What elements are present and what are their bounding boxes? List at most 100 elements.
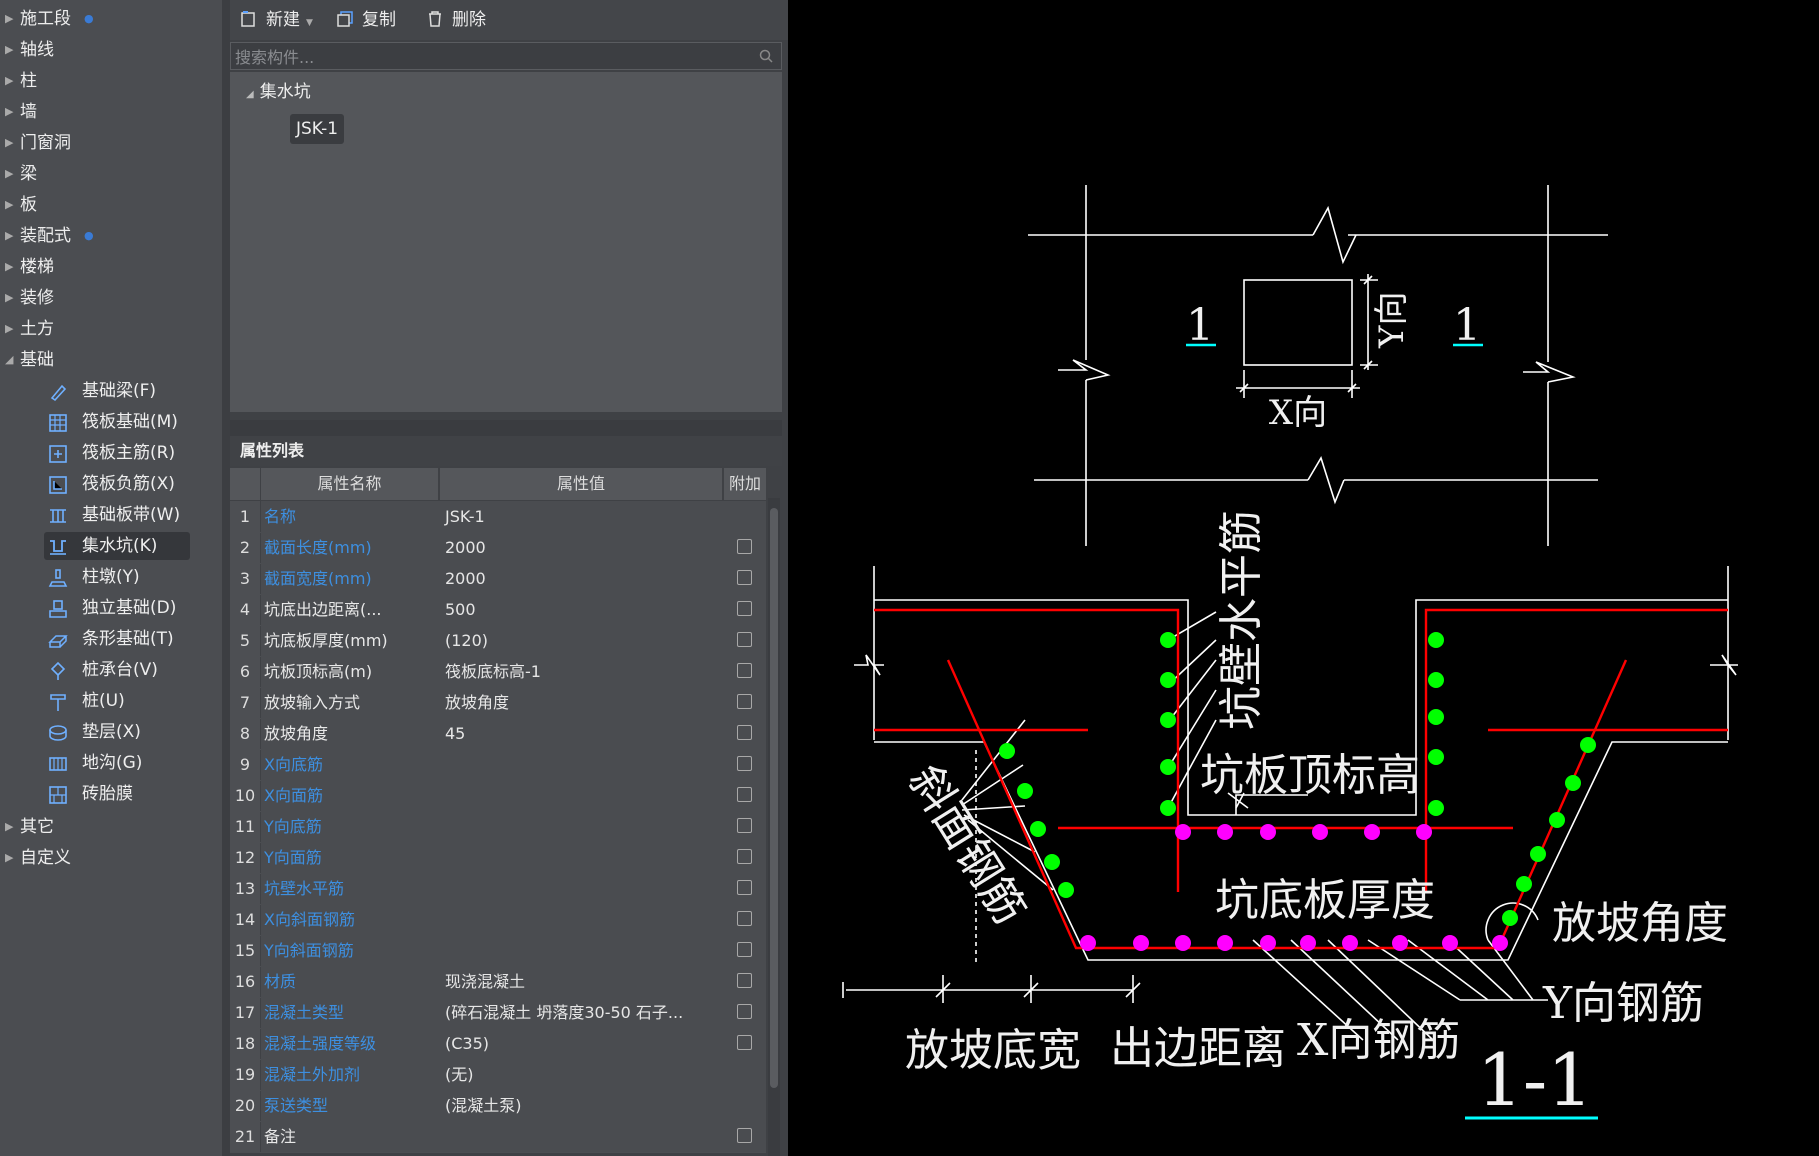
additional-checkbox[interactable] [737,818,752,833]
tree-child-item[interactable]: 筏板基础(M) [0,406,190,438]
collapsed-arrow-icon[interactable]: ▶ [5,12,14,25]
tree-child-item[interactable]: 地沟(G) [0,747,190,779]
tree-child-item[interactable]: 基础板带(W) [0,499,190,531]
collapsed-arrow-icon[interactable]: ▶ [5,74,14,87]
tree-child-item[interactable]: 柱墩(Y) [0,561,190,593]
additional-checkbox[interactable] [737,725,752,740]
expand-caret-icon[interactable]: ◢ [246,89,254,100]
copy-button[interactable]: 复制 [336,8,396,32]
tree-child-item[interactable]: 桩承台(V) [0,654,190,686]
property-value[interactable] [440,873,727,904]
tree-child-item[interactable]: 砖胎膜 [0,778,190,810]
additional-checkbox[interactable] [737,911,752,926]
property-value[interactable]: (无) [440,1059,727,1090]
collapsed-arrow-icon[interactable]: ▶ [5,167,14,180]
search-input[interactable] [233,45,737,69]
expanded-arrow-icon[interactable]: ◢ [5,353,14,366]
property-value[interactable]: (C35) [440,1028,727,1059]
property-value[interactable]: 2000 [440,563,727,594]
additional-checkbox[interactable] [737,787,752,802]
collapsed-arrow-icon[interactable]: ▶ [5,43,14,56]
property-value[interactable]: (混凝土泵) [440,1090,727,1121]
property-value[interactable]: JSK-1 [440,501,727,532]
additional-checkbox[interactable] [737,632,752,647]
additional-checkbox[interactable] [737,663,752,678]
tree-child-item[interactable]: 条形基础(T) [0,623,190,655]
tree-child-item[interactable]: 独立基础(D) [0,592,190,624]
property-value[interactable] [440,811,727,842]
property-value[interactable]: (120) [440,625,727,656]
new-dropdown-icon[interactable]: ▼ [306,18,313,28]
collapsed-arrow-icon[interactable]: ▶ [5,851,14,864]
tree-child-item[interactable]: 集水坑(K) [0,530,190,562]
property-value[interactable]: 现浇混凝土 [440,966,727,997]
property-value[interactable]: 2000 [440,532,727,563]
component-item-selected[interactable]: JSK-1 [290,114,345,144]
additional-checkbox[interactable] [737,1004,752,1019]
property-value[interactable] [440,749,727,780]
search-icon[interactable] [759,49,773,63]
collapsed-arrow-icon[interactable]: ▶ [5,229,14,242]
property-value[interactable] [440,842,727,873]
collapsed-arrow-icon[interactable]: ▶ [5,105,14,118]
collapsed-arrow-icon[interactable]: ▶ [5,198,14,211]
additional-checkbox[interactable] [737,570,752,585]
component-category[interactable]: ◢集水坑 [246,78,311,106]
property-value[interactable] [440,904,727,935]
scrollbar-thumb[interactable] [770,508,778,1088]
additional-checkbox[interactable] [737,942,752,957]
additional-checkbox[interactable] [737,1035,752,1050]
additional-checkbox[interactable] [737,601,752,616]
tree-child-item[interactable]: 筏板负筋(X) [0,468,190,500]
tree-child-item[interactable]: 桩(U) [0,685,190,717]
tree-child-item[interactable]: 筏板主筋(R) [0,437,190,469]
additional-checkbox[interactable] [737,694,752,709]
cad-drawing-canvas[interactable]: 1 1 X向 Y向 坑壁水平筋 坑板顶标高 斜面钢筋 坑底板厚度 放坡角度 Y向… [788,0,1819,1156]
collapsed-arrow-icon[interactable]: ▶ [5,322,14,335]
property-value[interactable]: 筏板底标高-1 [440,656,727,687]
additional-checkbox[interactable] [737,756,752,771]
additional-checkbox[interactable] [737,973,752,988]
property-value[interactable]: 放坡角度 [440,687,727,718]
property-value[interactable] [440,1121,727,1152]
property-scrollbar[interactable] [768,498,780,1156]
property-value[interactable]: 500 [440,594,727,625]
collapsed-arrow-icon[interactable]: ▶ [5,136,14,149]
collapsed-arrow-icon[interactable]: ▶ [5,291,14,304]
additional-checkbox[interactable] [737,880,752,895]
tree-child-item[interactable]: 基础梁(F) [0,375,190,407]
collapsed-arrow-icon[interactable]: ▶ [5,260,14,273]
collapsed-arrow-icon[interactable]: ▶ [5,820,14,833]
additional-checkbox[interactable] [737,539,752,554]
panel-splitter[interactable] [222,0,230,1156]
property-value[interactable] [440,935,727,966]
delete-button[interactable]: 删除 [426,8,486,32]
additional-checkbox[interactable] [737,849,752,864]
new-button[interactable]: 新建▼ [240,8,313,32]
property-value[interactable] [440,780,727,811]
tree-child-item[interactable]: 垫层(X) [0,716,190,748]
property-value[interactable]: (碎石混凝土 坍落度30-50 石子... [440,997,727,1028]
property-value[interactable]: 45 [440,718,727,749]
additional-checkbox[interactable] [737,1128,752,1143]
